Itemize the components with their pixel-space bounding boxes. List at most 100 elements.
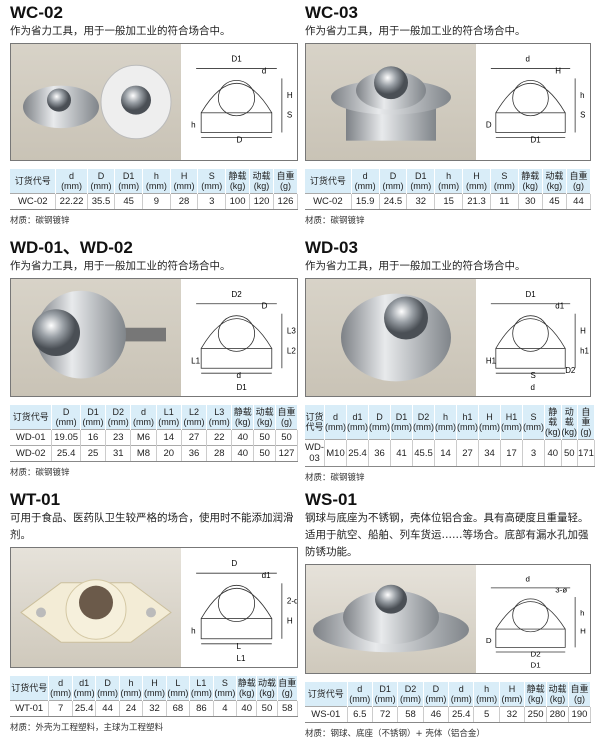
column-unit: (mm): [479, 422, 500, 432]
dimension-label: L1: [236, 654, 245, 663]
product-title: WT-01: [10, 490, 61, 509]
table-cell: 40: [231, 429, 255, 446]
product-description: 作为省力工具，用于一般加工业的符合场合中。: [305, 260, 526, 272]
column-name: 订货代号: [307, 689, 344, 699]
column-unit: (mm): [158, 417, 180, 427]
column-unit: (kg): [256, 417, 273, 427]
column-unit: (mm): [97, 688, 119, 698]
dimension-label: H: [555, 67, 561, 76]
column-unit: (mm): [382, 181, 404, 191]
column-unit: (mm): [120, 688, 142, 698]
product-title: WC-02: [10, 3, 63, 22]
dimension-label: d: [526, 575, 530, 584]
table-cell: 58: [397, 706, 424, 723]
table-cell: 3: [522, 439, 545, 467]
table-cell: 17: [500, 439, 523, 467]
column-header: L3(mm): [206, 405, 233, 430]
column-unit: (kg): [527, 694, 544, 704]
column-unit: (mm): [457, 422, 478, 432]
column-header: h1(mm): [456, 405, 479, 440]
dimension-label: d: [236, 371, 240, 380]
column-unit: (mm): [501, 422, 522, 432]
table-cell: 14: [434, 439, 457, 467]
column-name: L: [175, 678, 181, 688]
column-name: h: [153, 171, 159, 181]
table-cell: 46: [423, 706, 450, 723]
table-cell: 58: [277, 700, 299, 717]
column-name: S: [501, 171, 508, 181]
column-unit: (mm): [133, 417, 154, 427]
table-cell: 20: [156, 445, 182, 462]
table-cell: 50: [256, 700, 278, 717]
table-cell: 30: [518, 193, 543, 210]
dimension-label: L1: [191, 356, 201, 365]
dimension-label: h1: [580, 346, 589, 355]
column-name: d: [362, 171, 368, 181]
product-title: WS-01: [305, 490, 357, 509]
column-header: H(mm): [142, 676, 167, 701]
column-header: D2(mm): [105, 405, 132, 430]
table-cell: 25.4: [51, 445, 81, 462]
product-photo: [306, 279, 476, 396]
table-cell: 40: [544, 439, 562, 467]
column-header: 订货代号: [305, 682, 348, 707]
column-unit: (kg): [229, 181, 246, 191]
column-unit: (mm): [118, 181, 140, 191]
column-header: 静载(kg): [518, 169, 543, 194]
column-header: 自重(g): [568, 682, 592, 707]
column-name: d: [69, 171, 75, 181]
column-unit: (mm): [425, 694, 447, 704]
column-header: 订货代号: [10, 676, 50, 701]
column-name: H: [151, 678, 158, 688]
column-unit: (mm): [523, 422, 544, 432]
model-code: WD-01: [10, 429, 53, 446]
product-description: 作为省力工具，用于一般加工业的符合场合中。: [10, 260, 231, 272]
column-unit: (mm): [61, 181, 83, 191]
column-header: D1(mm): [390, 405, 413, 440]
column-unit: (kg): [545, 427, 561, 437]
column-name: h: [128, 678, 134, 688]
dimension-label: D1: [231, 55, 242, 64]
column-header: 静载(kg): [236, 676, 258, 701]
table-cell: 27: [456, 439, 479, 467]
table-cell: 3: [197, 193, 227, 210]
column-unit: (kg): [561, 427, 578, 437]
table-cell: 45: [114, 193, 144, 210]
column-name: 订货代号: [309, 176, 346, 186]
table-cell: 7: [48, 700, 73, 717]
table-cell: 36: [181, 445, 208, 462]
column-unit: (mm): [369, 422, 390, 432]
table-cell: 22.22: [55, 193, 88, 210]
column-name: D2: [404, 684, 417, 694]
table-cell: 32: [499, 706, 526, 723]
table-cell: 34: [478, 439, 501, 467]
column-name: H: [180, 171, 188, 181]
table-cell: 45.5: [412, 439, 435, 467]
column-unit: (mm): [73, 688, 95, 698]
column-unit: (g): [279, 181, 291, 191]
column-header: D(mm): [95, 676, 120, 701]
column-name: 动载: [252, 171, 271, 181]
model-code: WS-01: [305, 706, 348, 723]
dimension-label: h: [191, 627, 195, 636]
table-cell: 25.4: [72, 700, 97, 717]
column-name: 静载: [237, 678, 256, 688]
table-cell: 25.4: [346, 439, 369, 467]
model-code: WD-02: [10, 445, 53, 462]
column-header: h(mm): [119, 676, 144, 701]
column-header: D1(mm): [80, 405, 107, 430]
column-unit: (kg): [522, 181, 539, 191]
column-name: h: [446, 171, 452, 181]
product-photo: [11, 548, 181, 667]
column-header: h(mm): [473, 682, 500, 707]
column-name: D2: [112, 407, 124, 417]
column-name: 自重: [277, 407, 296, 417]
column-header: S(mm): [197, 169, 227, 194]
